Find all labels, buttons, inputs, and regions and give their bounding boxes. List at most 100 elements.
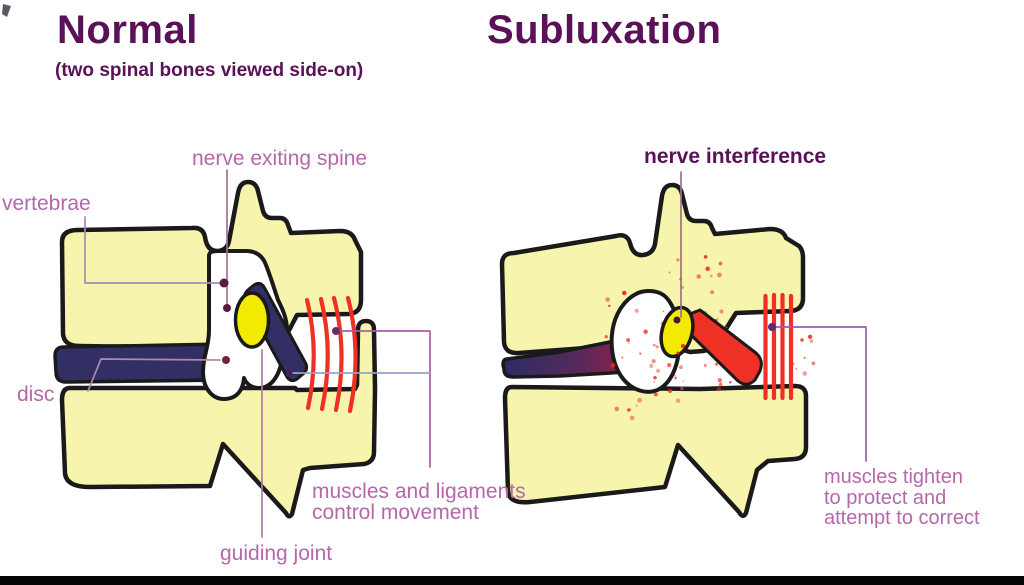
irritation-speckle xyxy=(807,334,813,339)
disc-label-line xyxy=(87,358,221,392)
label-nerve-exiting-spine: nerve exiting spine xyxy=(192,147,368,170)
oval-irritation-dot xyxy=(681,344,685,348)
irritation-speckle xyxy=(679,365,683,370)
bottom-black-bar xyxy=(0,576,1024,585)
right-title: Subluxation xyxy=(487,8,722,52)
upper-vertebra-shape xyxy=(499,182,806,356)
joint-oval-shape xyxy=(233,291,271,349)
irritation-speckle xyxy=(718,382,723,387)
irritation-speckle xyxy=(710,290,715,295)
label-muscles-left-line2: control movement xyxy=(312,501,479,524)
joint-space-shape xyxy=(609,289,682,394)
irritation-speckle xyxy=(621,356,624,359)
irritation-speckle xyxy=(703,255,708,259)
muscles-label-line-upper xyxy=(335,330,431,468)
irritation-speckle xyxy=(705,266,711,272)
left-diagram-normal xyxy=(53,169,431,538)
label-muscles-left-line1: muscles and ligaments xyxy=(312,480,526,503)
irritation-speckle xyxy=(628,342,630,345)
irritation-speckle xyxy=(653,375,657,380)
lower-vertebra-shape xyxy=(59,318,378,519)
muscle-lines xyxy=(763,292,794,401)
irritation-speckle xyxy=(718,261,723,266)
irritation-speckle xyxy=(626,338,631,343)
right-diagram-subluxation xyxy=(499,171,867,518)
irritation-speckle xyxy=(667,363,672,368)
irritation-speckle xyxy=(717,387,721,392)
muscles-label-dot xyxy=(332,327,340,335)
irritation-speckle xyxy=(656,368,661,373)
irritation-speckle xyxy=(803,356,806,359)
label-guiding-joint: guiding joint xyxy=(220,542,333,565)
muscle-line xyxy=(318,296,330,412)
irritation-speckle xyxy=(639,352,642,355)
irritation-speckle xyxy=(719,309,724,314)
irritation-speckle xyxy=(717,378,722,383)
oval-irritation-dot xyxy=(676,351,680,355)
irritation-speckle xyxy=(674,374,676,377)
irritation-speckle xyxy=(608,304,611,308)
scan-artifact xyxy=(2,4,11,17)
label-muscles-right: muscles tighten to protect and attempt t… xyxy=(824,467,980,529)
muscles-label-dot xyxy=(768,323,776,331)
irritation-speckle xyxy=(662,310,665,313)
left-title: Normal xyxy=(57,8,198,52)
irritation-speckle xyxy=(649,363,654,369)
irritation-speckle xyxy=(800,338,804,342)
label-disc: disc xyxy=(17,383,55,406)
nerve-label-dot xyxy=(673,316,681,324)
vertebrae-label-line xyxy=(84,216,220,284)
irritation-speckle xyxy=(717,272,722,278)
label-muscles-right-line3: attempt to correct xyxy=(824,507,980,529)
irritation-speckle xyxy=(610,363,616,368)
nerve-label-dot xyxy=(223,304,231,312)
muscle-line xyxy=(331,295,344,413)
irritation-speckle xyxy=(696,274,701,279)
irritation-speckle xyxy=(809,339,814,343)
muscles-label-line xyxy=(771,326,867,462)
irritation-speckle xyxy=(653,392,658,397)
irritation-speckle xyxy=(637,397,642,403)
label-nerve-interference: nerve interference xyxy=(644,145,827,168)
irritation-speckle xyxy=(614,406,620,412)
irritation-speckle xyxy=(675,398,681,403)
lower-vertebra-shape xyxy=(502,383,809,518)
label-muscles-left: muscles and ligaments control movement xyxy=(312,481,526,523)
irritation-speckle xyxy=(795,367,798,370)
irritation-speckle xyxy=(676,258,680,262)
irritation-speckle xyxy=(651,359,656,364)
disc-label-dot xyxy=(222,356,230,364)
vertebrae-label-dot xyxy=(219,278,229,288)
facet-label-dot xyxy=(285,369,293,377)
irritation-speckle xyxy=(811,361,816,366)
joint-oval-shape xyxy=(659,305,695,359)
irritation-speckle xyxy=(682,380,684,383)
muscle-line xyxy=(304,297,316,411)
irritation-speckle xyxy=(715,362,718,366)
irritation-speckle xyxy=(709,274,713,278)
irritation-speckle xyxy=(605,297,610,302)
irritation-speckle xyxy=(703,363,707,367)
muscle-lines xyxy=(304,295,358,414)
irritation-speckle xyxy=(680,386,684,391)
irritation-speckle xyxy=(652,343,656,347)
irritation-speckle xyxy=(716,317,719,320)
irritation-speckle xyxy=(667,388,673,394)
irritation-speckle xyxy=(635,404,638,407)
irritation-speckle xyxy=(725,326,728,329)
left-subtitle: (two spinal bones viewed side-on) xyxy=(55,60,364,81)
irritation-speckle xyxy=(668,271,671,274)
irritation-speckle xyxy=(634,308,639,313)
irritation-speckle xyxy=(629,415,635,421)
irritation-speckle xyxy=(622,290,627,296)
irritation-speckle xyxy=(802,371,808,376)
irritation-speckles xyxy=(604,255,816,421)
muscle-line xyxy=(345,295,358,414)
irritation-speckle xyxy=(604,335,608,339)
label-muscles-right-line2: to protect and xyxy=(824,486,947,509)
irritation-speckle xyxy=(626,408,631,412)
irritation-speckle xyxy=(728,380,732,384)
irritation-speckle xyxy=(655,345,659,349)
